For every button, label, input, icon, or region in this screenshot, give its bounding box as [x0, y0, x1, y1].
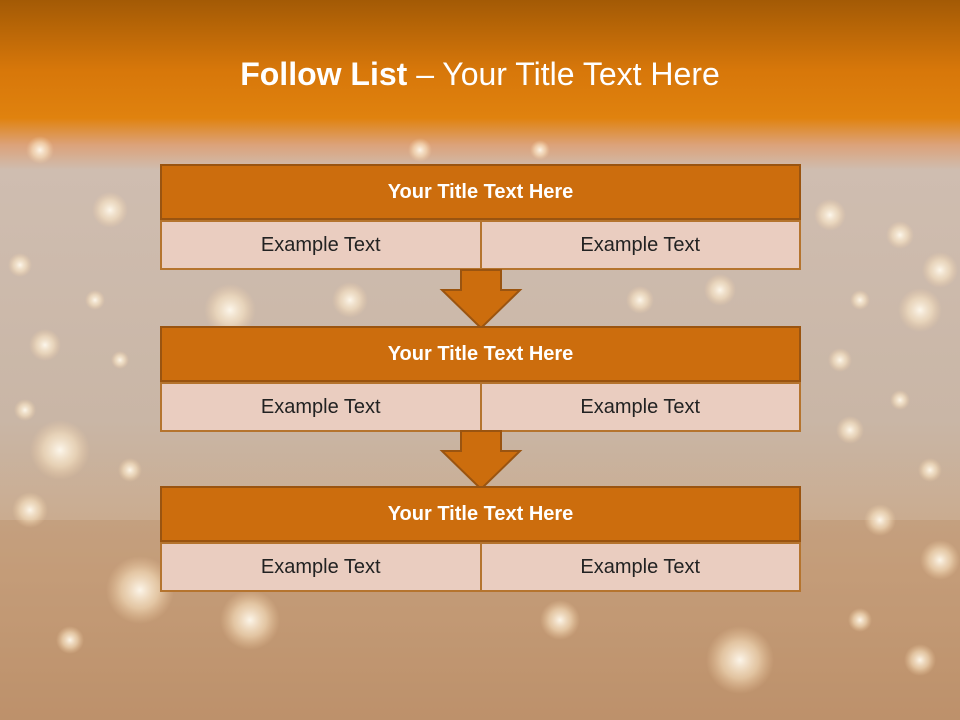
slide-title-bold: Follow List	[240, 56, 408, 92]
stage-2-right-text: Example Text	[481, 382, 801, 432]
slide-title: Follow List – Your Title Text Here	[0, 56, 960, 93]
stage-3-left-text: Example Text	[160, 542, 482, 592]
stage-1-row: Example Text Example Text	[160, 220, 801, 270]
stage-2-left-text: Example Text	[160, 382, 482, 432]
stage-3-right-text: Example Text	[481, 542, 801, 592]
down-arrow-icon	[439, 430, 523, 491]
stage-1-left-text: Example Text	[160, 220, 482, 270]
stage-3-title: Your Title Text Here	[160, 486, 801, 542]
stage-1-right-text: Example Text	[481, 220, 801, 270]
stage-box-2: Your Title Text Here Example Text Exampl…	[160, 326, 801, 432]
stage-box-1: Your Title Text Here Example Text Exampl…	[160, 164, 801, 270]
stage-1-title: Your Title Text Here	[160, 164, 801, 220]
slide-title-rest: – Your Title Text Here	[416, 56, 720, 92]
stage-3-row: Example Text Example Text	[160, 542, 801, 592]
down-arrow-icon	[439, 269, 523, 330]
stage-box-3: Your Title Text Here Example Text Exampl…	[160, 486, 801, 592]
stage-2-title: Your Title Text Here	[160, 326, 801, 382]
stage-2-row: Example Text Example Text	[160, 382, 801, 432]
